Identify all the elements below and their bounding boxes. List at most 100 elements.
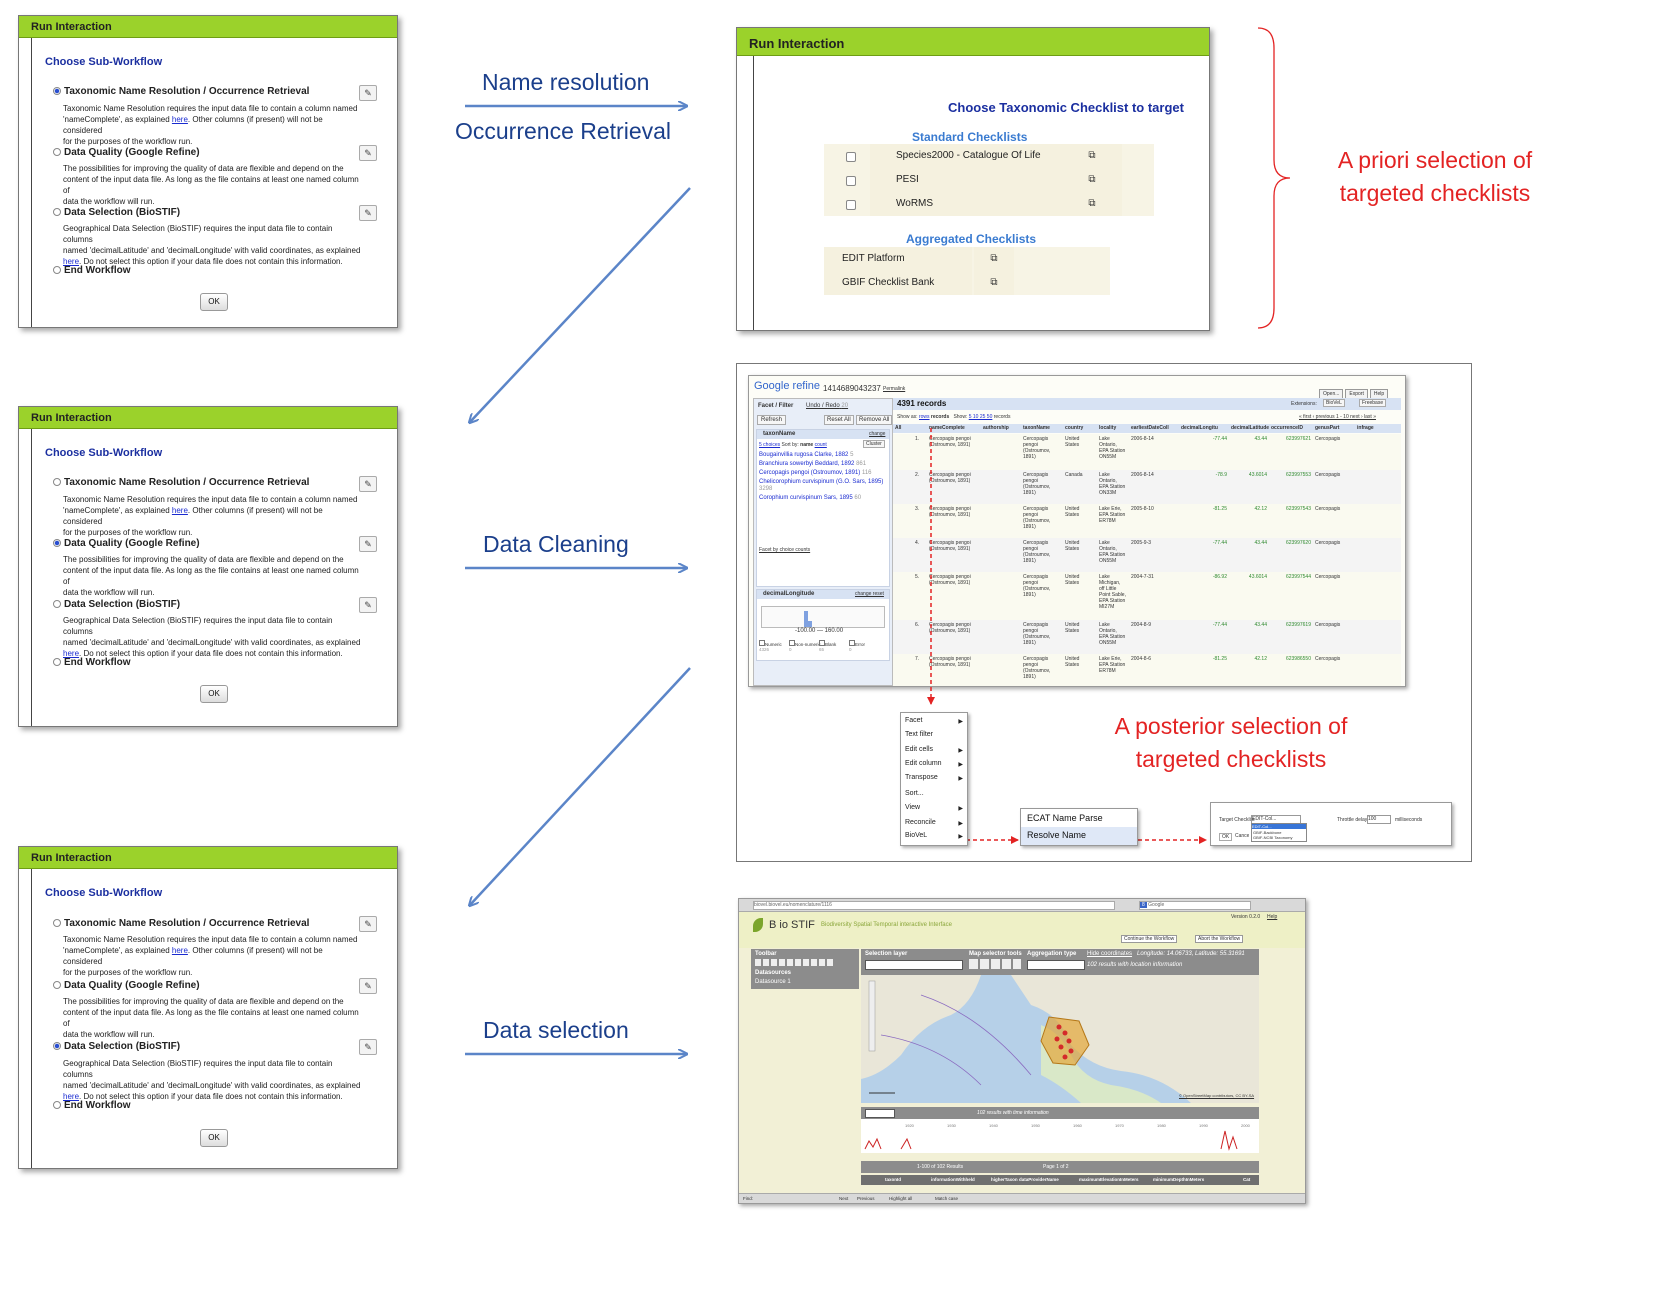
map-attribution[interactable]: © OpenStreetMap contributors, CC BY-SA [1179,1093,1255,1098]
facet-choice[interactable]: Chelicorophium curvispinum (G.O. Sars, 1… [759,479,885,493]
timeline-plot[interactable] [861,1119,1259,1153]
option-2[interactable]: Data Quality (Google Refine) [53,980,200,991]
results-column-header[interactable]: minimumDepthInMeters [1153,1177,1205,1182]
submenu-resolve-name[interactable]: Resolve Name [1027,830,1087,840]
table-row[interactable]: 3.Cercopagis pengoi (Ostroumov, 1891)Cer… [893,504,1401,539]
table-row[interactable]: 1.Cercopagis pengoi (Ostroumov, 1891)Cer… [893,434,1401,471]
facet2-change-reset[interactable]: change reset [855,591,884,597]
map-tools-icons[interactable] [969,959,1021,969]
edit-icon[interactable]: ✎ [359,978,377,994]
ok-button[interactable]: OK [200,685,228,703]
context-menu-item[interactable]: Text filter [905,731,934,738]
external-link-icon[interactable]: ⧉ [974,247,1014,271]
external-link-icon[interactable]: ⧉ [1062,192,1122,216]
target-option-3[interactable]: GBIF-NCBI Taxonomy [1253,835,1293,840]
option-4[interactable]: End Workflow [53,1100,130,1111]
radio-button[interactable] [53,658,61,666]
column-header[interactable]: infrage [1357,425,1374,431]
column-header[interactable]: earliestDateColl [1131,425,1169,431]
ext-freebase-button[interactable]: Freebase [1359,399,1387,407]
table-row[interactable]: 6.Cercopagis pengoi (Ostroumov, 1891)Cer… [893,620,1401,655]
browser-search[interactable]: 8 Google [1139,901,1251,910]
column-header[interactable]: genusPart [1315,425,1340,431]
radio-button[interactable] [53,981,61,989]
standard-checklist-row[interactable]: PESI⧉ [824,168,1154,192]
column-header[interactable]: authorship [983,425,1009,431]
target-option-2[interactable]: GBIF-Backbone [1253,830,1282,835]
here-link[interactable]: here [63,257,80,266]
refine-top-button[interactable]: Open... [1319,389,1344,399]
edit-icon[interactable]: ✎ [359,1039,377,1055]
refine-top-button[interactable]: Export [1345,389,1368,399]
refine-top-button[interactable]: Help [1369,389,1389,399]
ext-biovel-button[interactable]: BioVeL [1323,399,1345,407]
column-header[interactable]: decimalLongitu [1181,425,1218,431]
target-cancel-button[interactable]: Cancel [1235,833,1249,839]
option-1[interactable]: Taxonomic Name Resolution / Occurrence R… [53,477,309,488]
results-column-header[interactable]: informationWithheld [931,1177,975,1182]
here-link[interactable]: here [63,649,80,658]
radio-button[interactable] [53,148,61,156]
find-bar-item[interactable]: Next [839,1196,849,1201]
longitude-histogram[interactable] [761,606,885,628]
radio-button[interactable] [53,919,61,927]
standard-checklist-row[interactable]: WoRMS⧉ [824,192,1154,216]
aggregated-checklist-row[interactable]: GBIF Checklist Bank⧉ [824,271,1110,295]
external-link-icon[interactable]: ⧉ [1062,168,1122,192]
option-4[interactable]: End Workflow [53,265,130,276]
here-link[interactable]: here [171,506,188,515]
edit-icon[interactable]: ✎ [359,145,377,161]
hide-coordinates-link[interactable]: Hide coordinates [1087,951,1133,957]
tab-undo-redo[interactable]: Undo / Redo 20 [806,403,848,409]
edit-icon[interactable]: ✎ [359,916,377,932]
here-link[interactable]: here [63,1092,80,1101]
radio-button[interactable] [53,600,61,608]
results-column-header[interactable]: Cat [1243,1177,1251,1182]
occurrence-map[interactable] [861,975,1259,1103]
radio-button[interactable] [53,1101,61,1109]
option-1[interactable]: Taxonomic Name Resolution / Occurrence R… [53,918,309,929]
table-row[interactable]: 5.Cercopagis pengoi (Ostroumov, 1891)Cer… [893,572,1401,621]
toolbar-icons[interactable] [755,959,835,966]
column-header[interactable]: locality [1099,425,1117,431]
aggregation-select[interactable] [1027,960,1085,970]
external-link-icon[interactable]: ⧉ [1062,144,1122,168]
radio-button[interactable] [53,1042,61,1050]
edit-icon[interactable]: ✎ [359,85,377,101]
option-3[interactable]: Data Selection (BioSTIF) [53,207,180,218]
column-header[interactable]: All [895,425,902,431]
facet1-change[interactable]: change [869,431,886,437]
remove-all-button[interactable]: Remove All [856,415,893,425]
radio-button[interactable] [53,539,61,547]
option-2[interactable]: Data Quality (Google Refine) [53,147,200,158]
facet1-sort-count[interactable]: count [814,442,827,448]
context-menu-item[interactable]: BioVeL [905,832,928,839]
target-option-1[interactable]: EDIT-Col... [1252,824,1306,829]
results-column-header[interactable]: dataProviderName [1019,1177,1059,1182]
aggregated-checklist-row[interactable]: EDIT Platform⧉ [824,247,1110,271]
facet-choice[interactable]: Bougainvillia rugosa Clarke, 1882 5 [759,452,885,459]
ok-button[interactable]: OK [200,1129,228,1147]
table-row[interactable]: 7.Cercopagis pengoi (Ostroumov, 1891)Cer… [893,654,1401,686]
column-header[interactable]: nameComplete [929,425,965,431]
paging-links[interactable]: « first ‹ previous 1 - 10 next › last » [1299,414,1376,420]
radio-button[interactable] [53,208,61,216]
checklist-checkbox[interactable] [846,176,856,186]
abort-workflow-button[interactable]: Abort the Workflow [1195,935,1244,943]
find-bar-item[interactable]: Match case [935,1196,959,1201]
context-menu-item[interactable]: Edit cells [905,746,934,753]
checklist-checkbox[interactable] [846,152,856,162]
option-2[interactable]: Data Quality (Google Refine) [53,538,200,549]
facet1-cluster-button[interactable]: Cluster [863,440,885,448]
radio-button[interactable] [53,87,61,95]
target-ok-button[interactable]: OK [1219,833,1233,841]
refine-permalink[interactable]: Permalink [883,386,906,392]
results-column-header[interactable]: higherTaxon [991,1177,1018,1182]
results-column-header[interactable]: taxonId [885,1177,902,1182]
column-header[interactable]: occurrenceID [1271,425,1303,431]
refresh-button[interactable]: Refresh [757,415,787,425]
facet-by-choice-counts[interactable]: Facet by choice counts [759,547,811,553]
standard-checklist-row[interactable]: Species2000 - Catalogue Of Life⧉ [824,144,1154,168]
facet1-sort-name[interactable]: name [800,442,814,448]
